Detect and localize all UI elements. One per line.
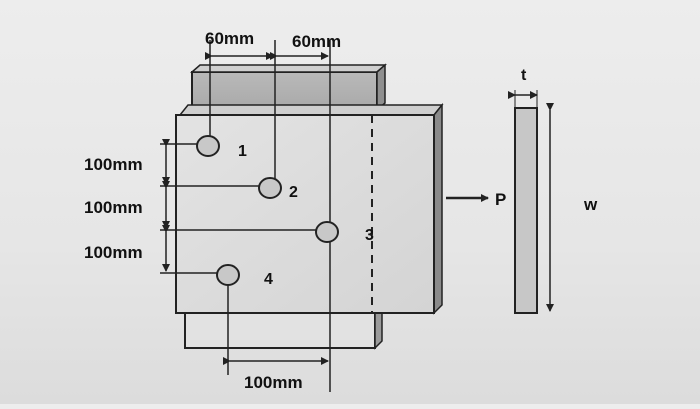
hole-label-4: 4: [264, 271, 273, 288]
hole-label-2: 2: [289, 184, 298, 201]
hole-1: [196, 135, 220, 157]
dim-left-3: 100mm: [84, 243, 143, 262]
hole-3: [315, 221, 339, 243]
dim-top-right: 60mm: [292, 32, 341, 51]
dim-left-2: 100mm: [84, 198, 143, 217]
holes: [196, 135, 339, 286]
thickness-label: t: [521, 67, 527, 84]
hole-label-1: 1: [238, 143, 247, 160]
dim-left-1: 100mm: [84, 155, 143, 174]
front-plate: [175, 102, 444, 315]
hole-4: [216, 264, 240, 286]
dim-bottom: 100mm: [244, 373, 303, 392]
hole-2: [258, 177, 282, 199]
hole-label-3: 3: [365, 227, 374, 244]
width-label: w: [583, 195, 598, 214]
side-view-plate: [514, 107, 538, 314]
dim-top-left: 60mm: [205, 29, 254, 48]
load-label: P: [495, 190, 506, 209]
